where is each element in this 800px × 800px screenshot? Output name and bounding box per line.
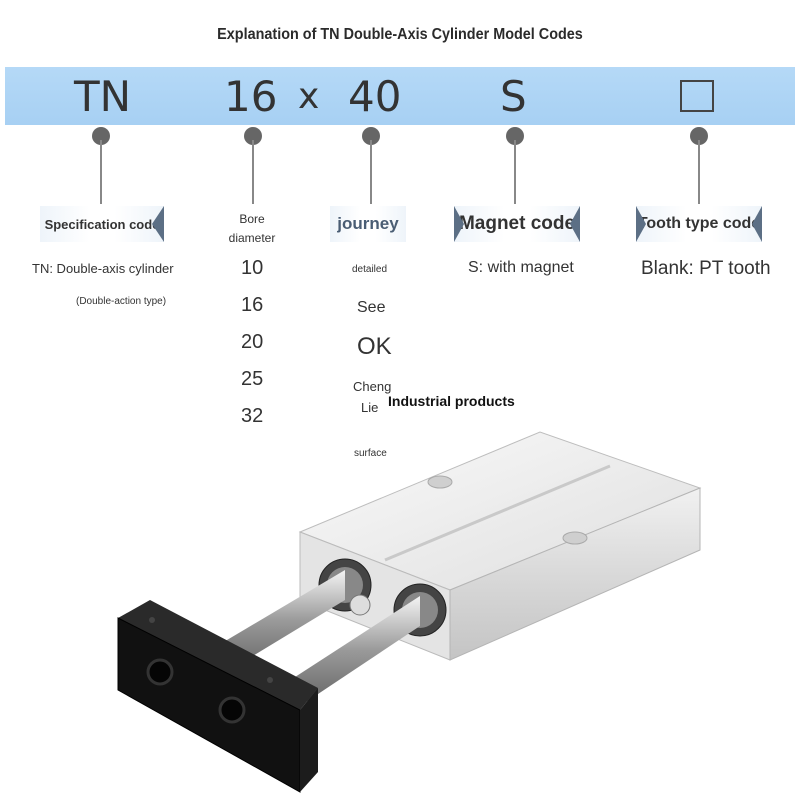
tooth-description: Blank: PT tooth <box>641 258 771 279</box>
industrial-products-caption: Industrial products <box>388 393 515 409</box>
tag-triangle-icon <box>454 206 464 242</box>
tooth-code-label-text: Tooth type code <box>637 215 761 232</box>
bore-value: 25 <box>241 368 264 390</box>
tag-triangle-icon <box>636 206 646 242</box>
spec-code-label-text: Specification code <box>44 216 160 232</box>
stroke-code: 40 <box>348 72 402 121</box>
connector-stem-stroke <box>370 140 372 204</box>
connector-dot-stroke <box>362 127 380 145</box>
page-title: Explanation of TN Double-Axis Cylinder M… <box>217 26 583 43</box>
journey-label: journey <box>330 206 406 242</box>
bore-value: 10 <box>241 257 264 279</box>
bore-value: 20 <box>241 331 264 353</box>
journey-text-ok: OK <box>357 333 392 360</box>
journey-text-cheng: Cheng <box>353 379 392 394</box>
tag-triangle-icon <box>152 206 164 242</box>
journey-text-surface: surface <box>354 448 387 459</box>
connector-stem-magnet <box>514 140 516 204</box>
model-code-band <box>5 67 795 125</box>
bore-value: 16 <box>241 294 264 316</box>
bore-label-line1: Bore <box>239 212 265 226</box>
tag-triangle-icon <box>570 206 580 242</box>
spec-description: TN: Double-axis cylinder <box>32 261 174 276</box>
connector-dot-spec <box>92 127 110 145</box>
bore-label-line2: diameter <box>228 231 276 245</box>
spec-code-label: Specification code <box>40 206 164 242</box>
magnet-code-label-text: Magnet code <box>458 213 576 234</box>
separator-code: x <box>298 76 320 117</box>
magnet-description: S: with magnet <box>468 259 574 276</box>
connector-stem-tooth <box>698 140 700 204</box>
tooth-code-label: Tooth type code <box>636 206 762 242</box>
connector-dot-magnet <box>506 127 524 145</box>
magnet-code: S <box>500 72 527 121</box>
journey-label-text: journey <box>337 214 399 233</box>
tag-triangle-icon <box>752 206 762 242</box>
connector-stem-bore <box>252 140 254 204</box>
connector-dot-bore <box>244 127 262 145</box>
magnet-code-label: Magnet code <box>454 206 580 242</box>
series-code: TN <box>74 72 132 121</box>
spec-description-sub: (Double-action type) <box>76 296 167 307</box>
bore-value: 32 <box>241 405 264 427</box>
tooth-code-blank-box <box>680 80 714 112</box>
double-axis-cylinder-image <box>117 431 702 793</box>
connector-dot-tooth <box>690 127 708 145</box>
journey-text-see: See <box>357 299 386 316</box>
journey-text-detailed: detailed <box>352 264 388 275</box>
connector-stem-spec <box>100 140 102 204</box>
journey-text-lie: Lie <box>361 400 379 415</box>
bore-code: 16 <box>224 72 278 121</box>
